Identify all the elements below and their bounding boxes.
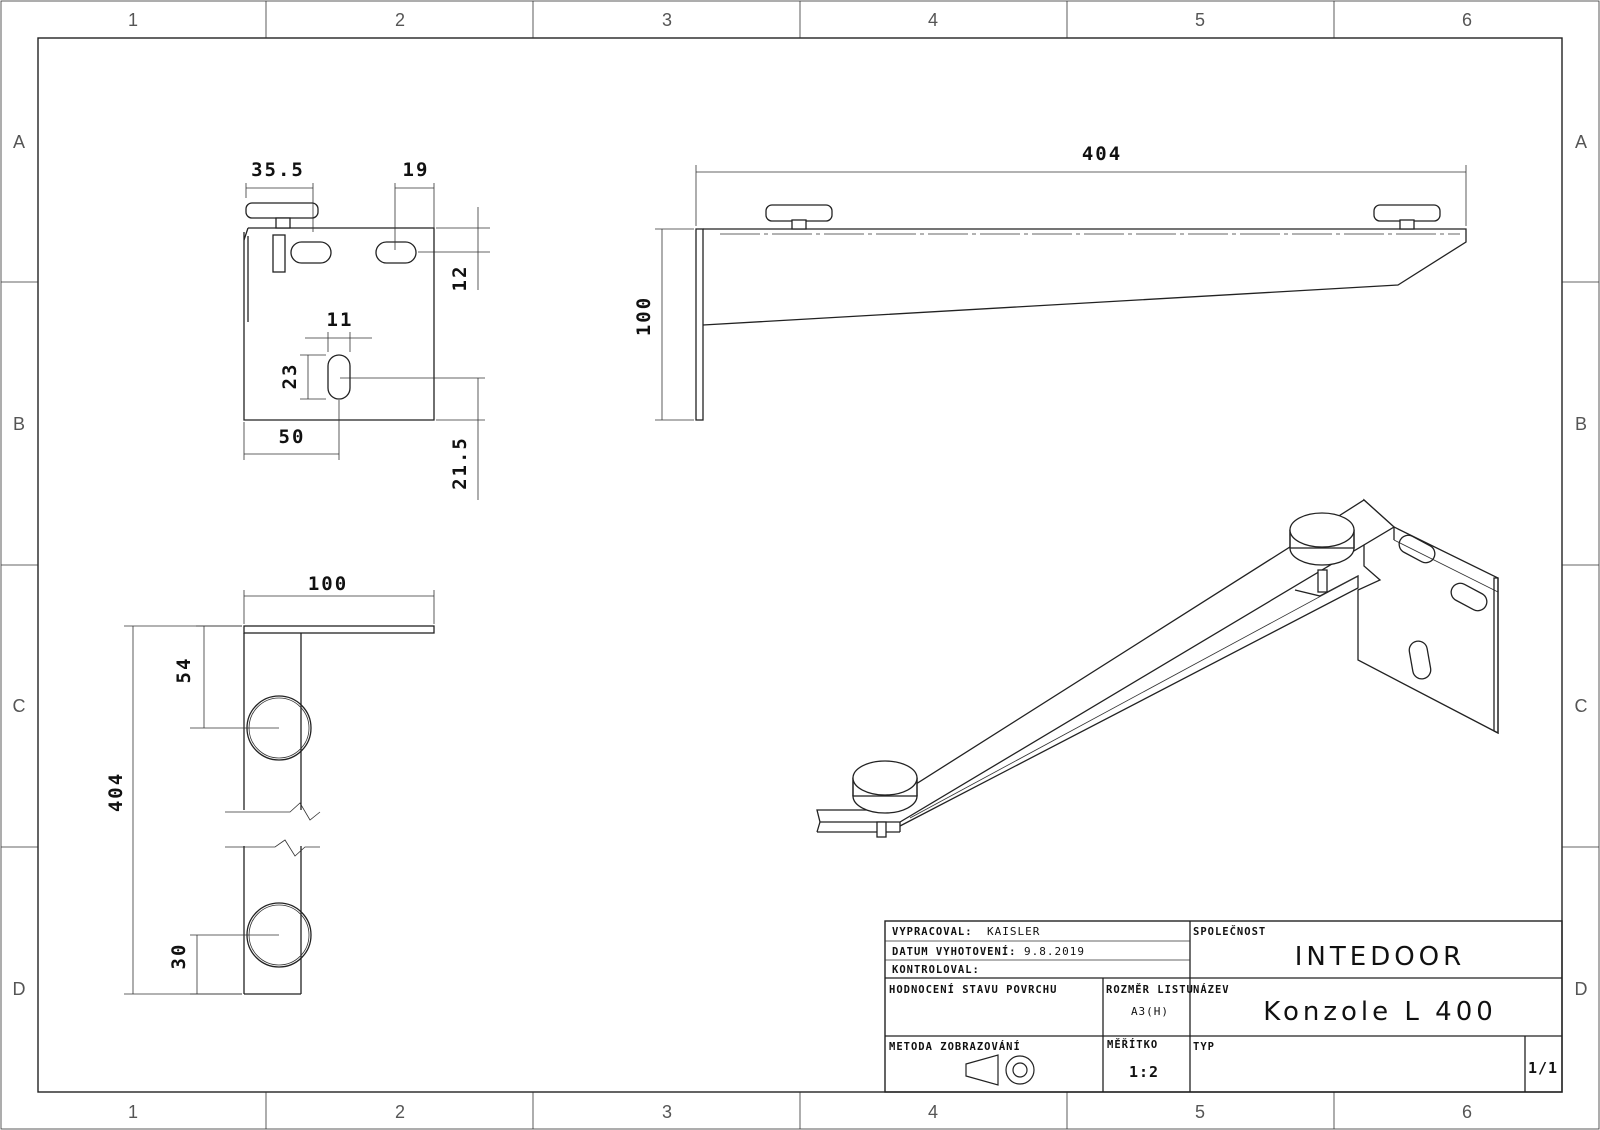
row-label-b-left: B — [13, 414, 25, 434]
title-block: VYPRACOVAL: KAISLER DATUM VYHOTOVENÍ: 9.… — [884, 920, 1563, 1093]
row-label-c-right: C — [1575, 696, 1588, 716]
col-label-2-bottom: 2 — [395, 1102, 405, 1122]
surface-label: HODNOCENÍ STAVU POVRCHU — [889, 983, 1057, 996]
col-label-6-bottom: 6 — [1462, 1102, 1472, 1122]
dim-side-length: 404 — [1082, 143, 1122, 165]
col-label-3-top: 3 — [662, 10, 672, 30]
side-view-arm — [702, 228, 1467, 326]
isometric-wall-plate — [1357, 498, 1499, 735]
method-label: METODA ZOBRAZOVÁNÍ — [889, 1040, 1021, 1053]
dim-plan-hole-bottom: 30 — [168, 943, 190, 970]
col-label-2-top: 2 — [395, 10, 405, 30]
date-label: DATUM VYHOTOVENÍ: — [892, 945, 1016, 958]
col-label-5-bottom: 5 — [1195, 1102, 1205, 1122]
col-label-1-bottom: 1 — [128, 1102, 138, 1122]
type-label: TYP — [1193, 1041, 1215, 1053]
isometric-slot-3 — [1408, 640, 1432, 680]
plan-view-break-lower — [225, 839, 320, 857]
sheet-number: 1/1 — [1528, 1059, 1558, 1077]
front-view-slot-left — [290, 241, 332, 264]
plan-view-flange — [243, 625, 435, 634]
dim-plan-length: 404 — [105, 772, 127, 812]
col-label-4-bottom: 4 — [928, 1102, 938, 1122]
scale-label: MĚŘÍTKO — [1107, 1038, 1158, 1051]
side-view-pad-left — [765, 204, 833, 222]
front-view-slot-right — [375, 241, 417, 264]
company-value: INTEDOOR — [1295, 942, 1465, 972]
isometric-view — [816, 498, 1499, 838]
col-label-3-bottom: 3 — [662, 1102, 672, 1122]
dim-slot-height-top: 12 — [449, 265, 471, 292]
plan-view: 100 404 54 30 — [105, 573, 435, 995]
name-value: Konzole L 400 — [1263, 997, 1497, 1027]
dim-plan-hole-top: 54 — [173, 657, 195, 684]
front-view-slot-vertical — [327, 354, 351, 400]
front-view: 35.5 19 12 11 23 50 21.5 — [243, 159, 490, 500]
scale-value: 1:2 — [1129, 1063, 1159, 1081]
dim-top-width-left: 35.5 — [251, 159, 305, 181]
side-view: 404 100 — [633, 143, 1467, 421]
isometric-pad-far — [1289, 512, 1355, 566]
drawn-by-label: VYPRACOVAL: — [892, 926, 973, 938]
projection-method-icon — [965, 1054, 1035, 1086]
zone-labels: 1 2 3 4 5 6 1 2 3 4 5 6 A B C D A B C D — [13, 10, 1588, 1122]
company-label: SPOLEČNOST — [1193, 925, 1266, 938]
dim-slot-width-top: 19 — [403, 159, 430, 181]
plan-view-break-upper — [225, 802, 321, 821]
dim-offset-bottom: 21.5 — [449, 436, 471, 490]
front-view-plate — [243, 227, 435, 421]
side-view-wall-flange — [695, 228, 704, 421]
row-label-d-left: D — [13, 979, 26, 999]
side-view-pad-right — [1373, 204, 1441, 222]
dim-slot-width-mid: 11 — [327, 309, 354, 331]
dim-side-height: 100 — [633, 296, 655, 336]
front-view-pad — [245, 202, 319, 219]
col-label-1-top: 1 — [128, 10, 138, 30]
row-label-b-right: B — [1575, 414, 1587, 434]
isometric-slot-2 — [1450, 582, 1488, 612]
row-label-d-right: D — [1575, 979, 1588, 999]
name-label: NÁZEV — [1193, 983, 1230, 996]
sheet-size-value: A3(H) — [1131, 1005, 1169, 1018]
isometric-slot-1 — [1398, 534, 1436, 564]
dim-plan-width: 100 — [308, 573, 348, 595]
isometric-pad-near — [852, 760, 918, 814]
row-label-a-left: A — [13, 132, 25, 152]
dim-slot-height-mid: 23 — [279, 363, 301, 390]
row-label-c-left: C — [13, 696, 26, 716]
dim-offset-x-mid: 50 — [279, 426, 306, 448]
date-value: 9.8.2019 — [1024, 945, 1085, 958]
col-label-4-top: 4 — [928, 10, 938, 30]
row-label-a-right: A — [1575, 132, 1587, 152]
col-label-6-top: 6 — [1462, 10, 1472, 30]
sheet-size-label: ROZMĚR LISTU — [1106, 983, 1194, 996]
checked-label: KONTROLOVAL: — [892, 964, 980, 976]
col-label-5-top: 5 — [1195, 10, 1205, 30]
drawn-by-value: KAISLER — [987, 925, 1040, 938]
front-view-pin — [272, 234, 286, 273]
